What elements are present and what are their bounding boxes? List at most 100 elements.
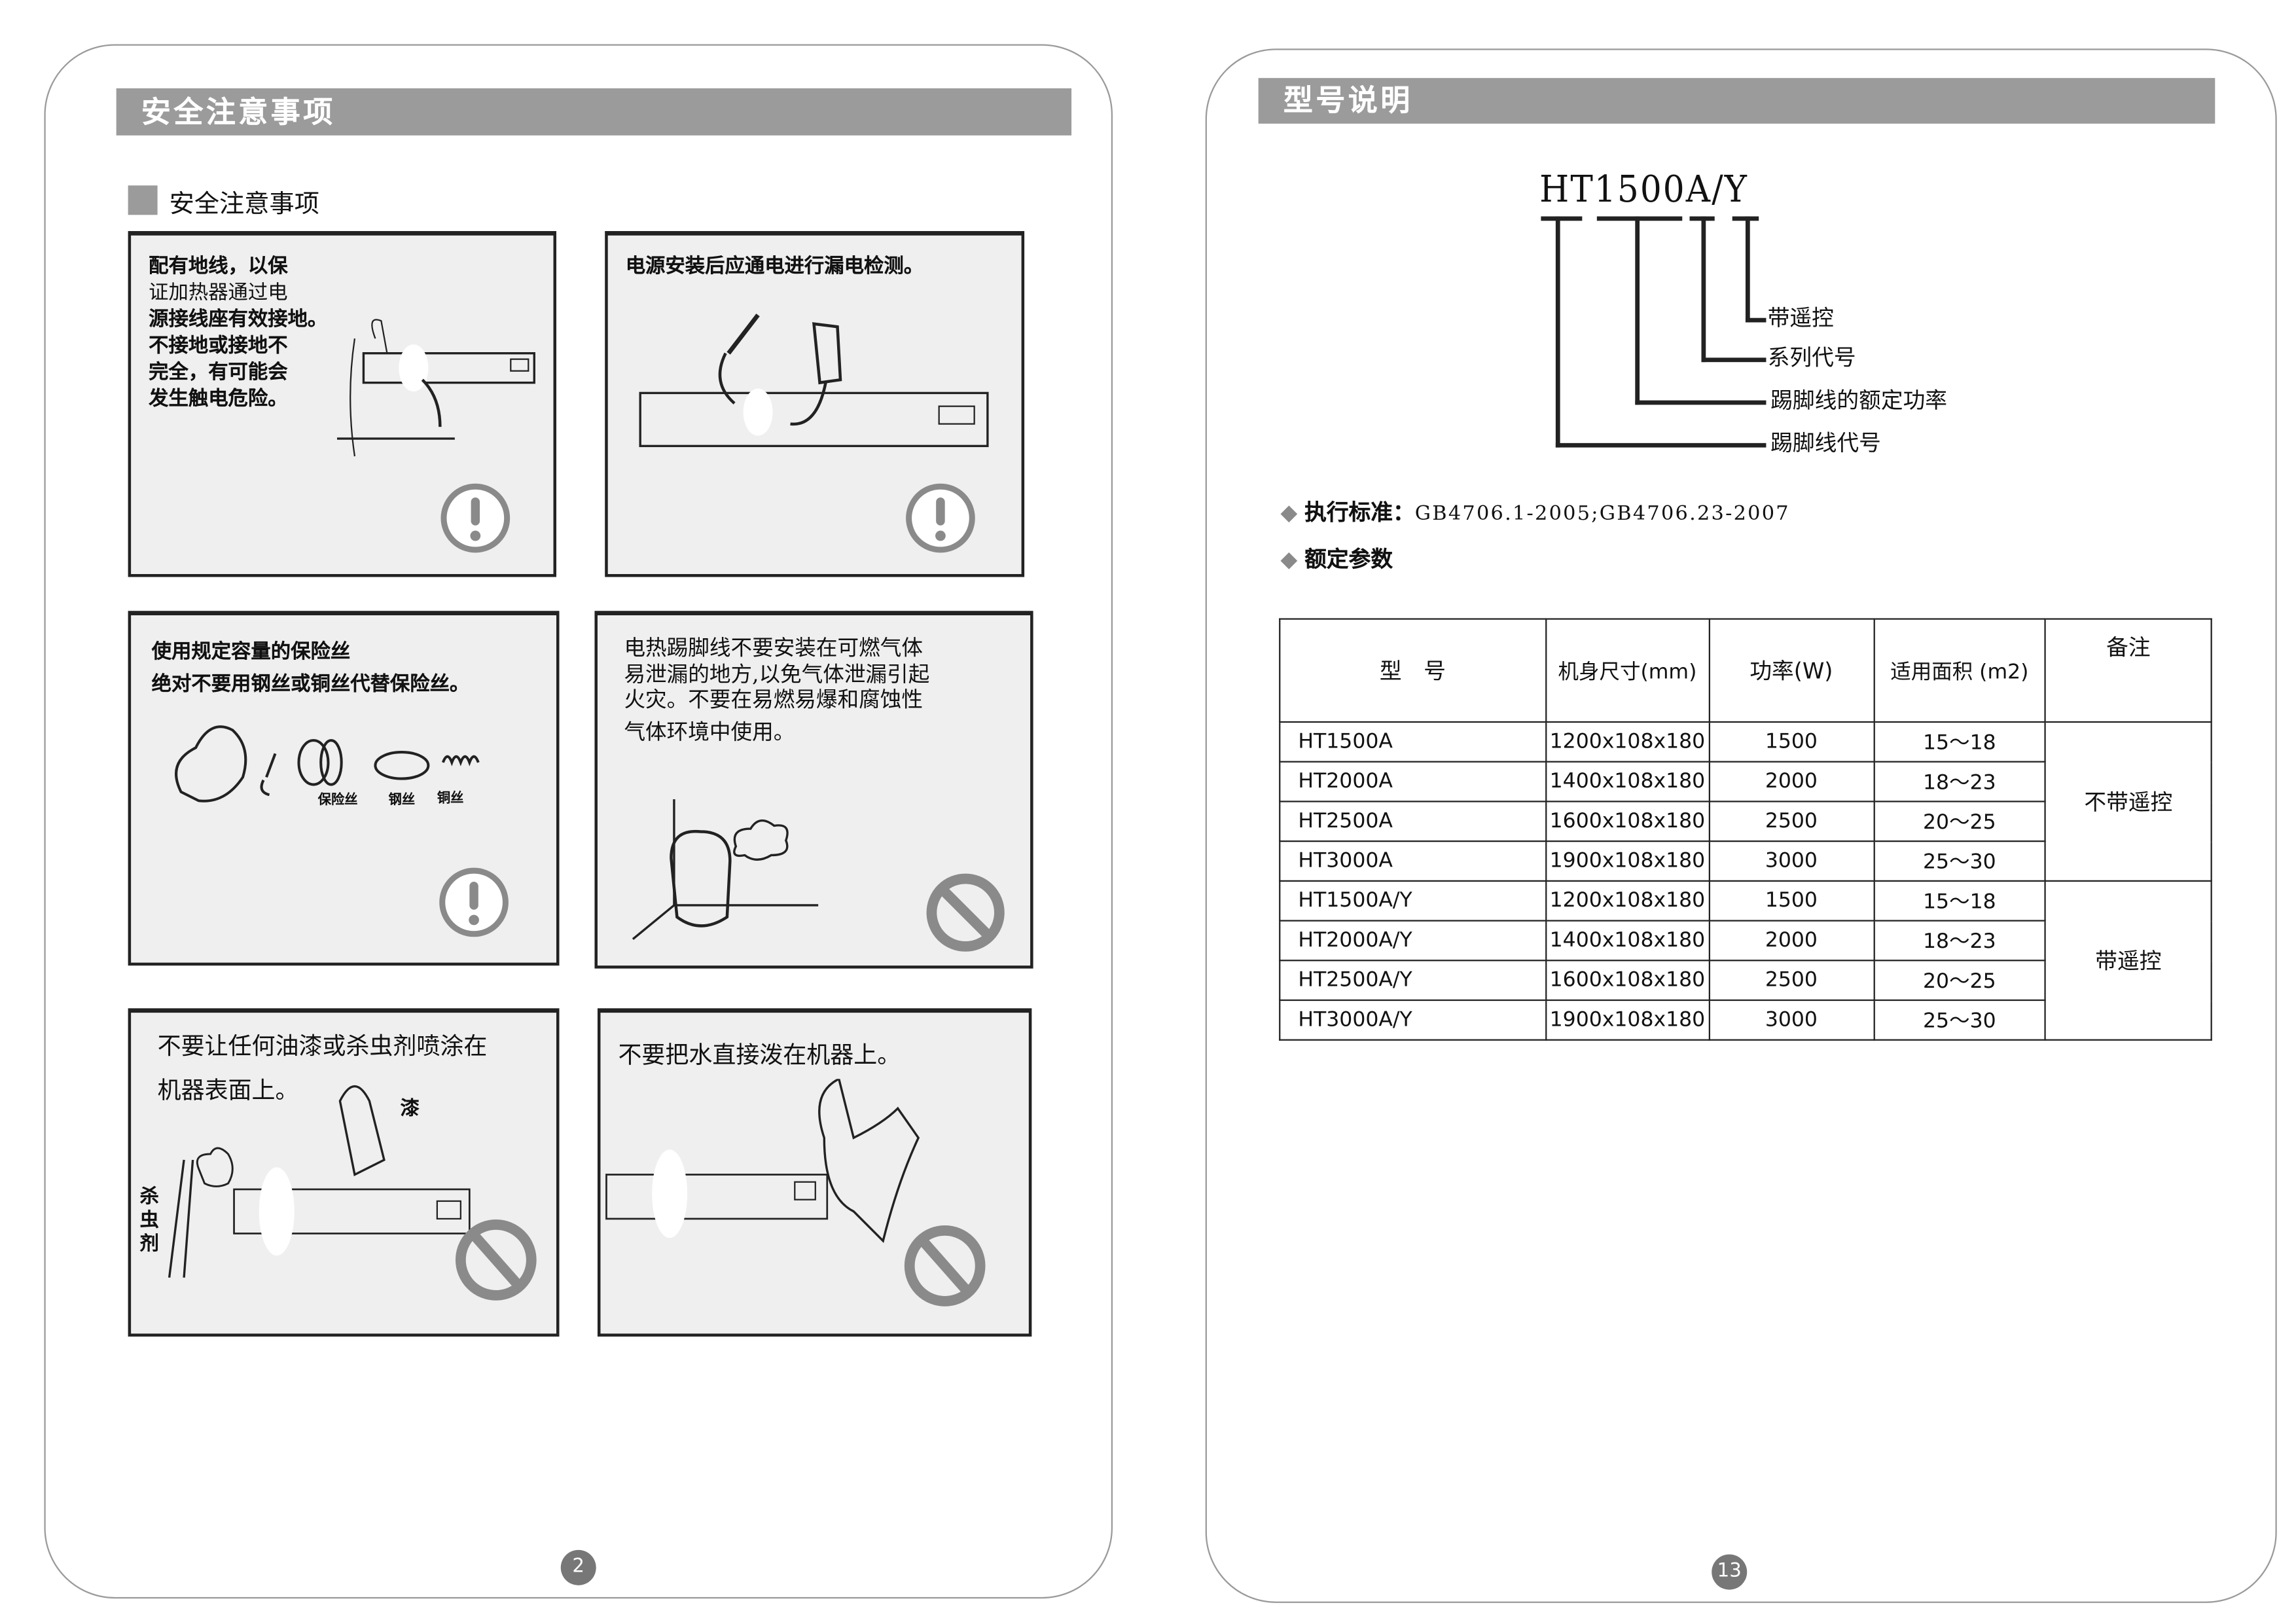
cell-size: 1200x108x180 (1545, 880, 1710, 922)
panel-text: 不要让任何油漆或杀虫剂喷涂在 机器表面上。 (158, 1024, 488, 1113)
cell-model: HT1500A/Y (1279, 880, 1547, 922)
caption-insecticide: 杀虫剂 (139, 1186, 159, 1256)
cell-power: 2000 (1708, 920, 1874, 962)
cell-area: 15～18 (1873, 721, 2047, 763)
params-label: 额定参数 (1304, 546, 1393, 573)
cell-power: 3000 (1708, 840, 1874, 882)
text-line: 气体环境中使用。 (624, 720, 795, 744)
warning-icon (439, 867, 509, 937)
cell-size: 1400x108x180 (1545, 761, 1710, 803)
panel-text: 不要把水直接泼在机器上。 (618, 1040, 901, 1069)
cell-power: 2500 (1708, 960, 1874, 1001)
right-page-header: 型号说明 (1258, 78, 2215, 124)
text-line: 机器表面上。 (157, 1075, 299, 1104)
cell-size: 1600x108x180 (1545, 801, 1710, 842)
gas-cylinder-illustration (632, 799, 819, 940)
header-area: 适用面积 (m2) (1873, 618, 2047, 723)
header-size: 机身尺寸(mm) (1545, 618, 1710, 723)
page-number-left: 2 (560, 1549, 596, 1585)
safety-panel-leak-test: 电源安装后应通电进行漏电检测。 (605, 231, 1025, 577)
safety-panel-grounding: 配有地线，以保 证加热器通过电 源接线座有效接地。 不接地或接地不 完全，有可能… (128, 231, 557, 577)
cell-area: 25～30 (1873, 999, 2047, 1041)
cell-model: HT1500A (1279, 721, 1547, 763)
subheading-square-icon (128, 185, 158, 215)
text-line: 配有地线，以保 (149, 255, 288, 279)
code-label-remote: 带遥控 (1767, 304, 1834, 331)
standard-value: GB4706.1-2005;GB4706.23-2007 (1414, 501, 1790, 526)
header-remark: 备注 (2045, 618, 2212, 723)
cell-model: HT2500A (1279, 801, 1547, 842)
code-label-power: 踢脚线的额定功率 (1770, 387, 1948, 414)
cell-size: 1400x108x180 (1545, 920, 1710, 962)
cell-power: 1500 (1708, 721, 1874, 763)
cell-size: 1900x108x180 (1545, 840, 1710, 882)
prohibited-icon (455, 1219, 537, 1301)
cell-model: HT2000A/Y (1279, 920, 1547, 962)
fuse-illustration (175, 725, 480, 803)
text-line: 使用规定容量的保险丝 (151, 640, 351, 664)
heater-illustration (639, 314, 989, 448)
cell-area: 25～30 (1873, 840, 2047, 882)
standard-line: ◆ 执行标准：GB4706.1-2005;GB4706.23-2007 (1280, 496, 1790, 527)
cell-power: 3000 (1708, 999, 1874, 1041)
cell-area: 18～23 (1873, 920, 2047, 962)
left-page-header: 安全注意事项 (116, 88, 1072, 135)
code-label-series: 系列代号 (1767, 344, 1856, 371)
text-line: 不要让任何油漆或杀虫剂喷涂在 (157, 1032, 488, 1060)
text-line: 证加热器通过电 (149, 281, 288, 305)
text-line: 源接线座有效接地。 (149, 307, 328, 331)
cell-model: HT3000A (1279, 840, 1547, 882)
panel-text: 使用规定容量的保险丝 绝对不要用钢丝或铜丝代替保险丝。 (152, 636, 470, 700)
cell-size: 1900x108x180 (1545, 999, 1710, 1041)
heater-illustration (168, 1085, 471, 1278)
text-line: 绝对不要用钢丝或铜丝代替保险丝。 (151, 672, 470, 696)
caption-fuse: 保险丝 (317, 793, 358, 808)
text-line: 易泄漏的地方,以免气体泄漏引起 (624, 663, 930, 687)
panel-text: 电热踢脚线不要安装在可燃气体 易泄漏的地方,以免气体泄漏引起 火灾。不要在易燃易… (624, 638, 929, 746)
table-header-row: 型 号 机身尺寸(mm) 功率(W) 适用面积 (m2) 备注 (1279, 618, 2212, 723)
prohibited-icon (926, 873, 1005, 952)
cell-remark: 带遥控 (2045, 880, 2212, 1041)
code-label-product: 踢脚线代号 (1770, 429, 1881, 457)
subheading: 安全注意事项 (169, 190, 319, 220)
prohibited-icon (904, 1225, 986, 1307)
header-power: 功率(W) (1708, 618, 1874, 723)
standard-label: 执行标准： (1304, 499, 1415, 526)
cell-power: 1500 (1708, 880, 1874, 922)
text-line: 电热踢脚线不要安装在可燃气体 (624, 637, 923, 661)
text-line: 不接地或接地不 (149, 334, 288, 358)
safety-panel-flammable-gas: 电热踢脚线不要安装在可燃气体 易泄漏的地方,以免气体泄漏引起 火灾。不要在易燃易… (594, 611, 1033, 969)
cell-model: HT2000A (1279, 761, 1547, 803)
safety-panel-fuse: 使用规定容量的保险丝 绝对不要用钢丝或铜丝代替保险丝。 保险丝 钢丝 铜丝 (128, 611, 560, 966)
text-line: 发生触电危险。 (149, 387, 288, 411)
safety-panel-water: 不要把水直接泼在机器上。 (597, 1008, 1032, 1337)
cell-area: 20～25 (1873, 801, 2047, 842)
caption-paint: 漆 (400, 1098, 420, 1121)
caption-steel-wire: 钢丝 (388, 793, 416, 808)
cell-model: HT3000A/Y (1279, 999, 1547, 1041)
cell-size: 1600x108x180 (1545, 960, 1710, 1001)
diamond-icon: ◆ (1280, 546, 1298, 573)
header-model: 型 号 (1279, 618, 1547, 723)
cell-area: 20～25 (1873, 960, 2047, 1001)
diamond-icon: ◆ (1280, 499, 1298, 526)
cell-power: 2000 (1708, 761, 1874, 803)
cell-area: 18～23 (1873, 761, 2047, 803)
cell-model: HT2500A/Y (1279, 960, 1547, 1001)
heater-illustration (336, 319, 535, 457)
cell-area: 15～18 (1873, 880, 2047, 922)
cell-power: 2500 (1708, 801, 1874, 842)
warning-icon (906, 483, 975, 553)
text-line: 完全，有可能会 (149, 360, 288, 384)
text-line: 火灾。不要在易燃易爆和腐蚀性 (624, 689, 923, 713)
cell-size: 1200x108x180 (1545, 721, 1710, 763)
